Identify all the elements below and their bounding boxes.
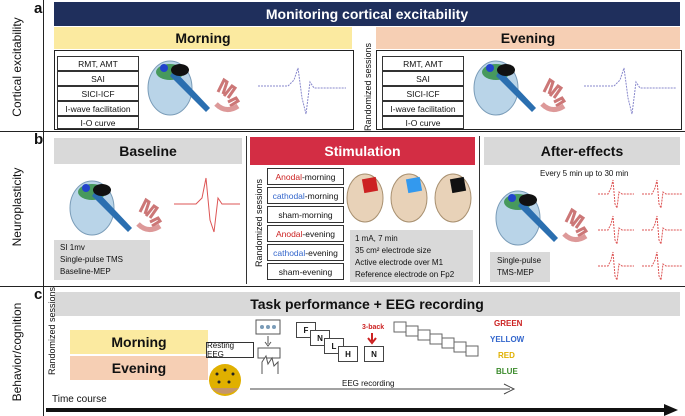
eeg-recording-label: EEG recording <box>342 379 395 388</box>
session-cathodal-morning: cathodal-morning <box>267 187 344 204</box>
randomized-sessions-label-a: Randomized sessions <box>363 42 373 132</box>
morning-measure: SAI <box>57 71 139 86</box>
nback-card: N <box>364 346 384 362</box>
morning-measure: I-wave facilitation <box>57 101 139 116</box>
panel-b-letter: b <box>34 131 44 148</box>
evening-header: Evening <box>376 27 680 49</box>
tms-head-illustration-after <box>495 190 589 246</box>
baseline-header: Baseline <box>54 138 242 164</box>
stim-param: 35 cm² electrode size <box>355 246 432 255</box>
task-morning: Morning <box>70 330 208 354</box>
stroop-word: RED <box>498 351 515 360</box>
task-evening: Evening <box>70 356 208 380</box>
keypad-hand-icon <box>255 319 281 374</box>
randomized-sessions-label-c: Randomized sessions <box>47 286 57 375</box>
time-course-arrow <box>46 404 678 416</box>
divider-a-b <box>0 131 685 132</box>
banner-monitoring: Monitoring cortical excitability <box>54 2 680 26</box>
baseline-info-line: SI 1mv <box>60 243 85 252</box>
after-info-line: Single-pulse <box>497 256 542 265</box>
panel-a-letter: a <box>34 0 43 17</box>
stim-param: 1 mA, 7 min <box>355 234 398 243</box>
after-effects-note: Every 5 min up to 30 min <box>540 169 629 178</box>
tdcs-heads-illustration <box>346 173 472 223</box>
after-info-line: TMS-MEP <box>497 268 534 277</box>
panel-c-letter: c <box>34 286 43 303</box>
evening-measure: SAI <box>382 71 464 86</box>
task-header: Task performance + EEG recording <box>54 292 680 316</box>
baseline-info-box <box>54 240 150 280</box>
randomized-sessions-label-b: Randomized sessions <box>254 178 264 268</box>
mep-waveform-baseline <box>174 177 240 233</box>
session-sham-evening: sham-evening <box>267 263 344 280</box>
time-course-label: Time course <box>52 394 107 405</box>
stim-param: Reference electrode on Fp2 <box>355 270 455 279</box>
stroop-word: YELLOW <box>490 335 525 344</box>
morning-measure: I-O curve <box>57 116 139 129</box>
side-label-neuroplasticity: Neuroplasticity <box>10 167 24 247</box>
after-info-box <box>490 252 550 282</box>
tms-head-illustration-morning <box>147 60 241 116</box>
side-label-cortical: Cortical excitability <box>10 17 24 117</box>
session-anodal-evening: Anodal-evening <box>267 225 344 242</box>
eeg-recording-arrow <box>250 383 516 395</box>
mep-waveform-morning <box>258 67 346 115</box>
stim-params-box <box>350 230 473 282</box>
divider-baseline-stim <box>246 136 247 284</box>
evening-measure: I-wave facilitation <box>382 101 464 116</box>
nback-label: 3-back <box>362 324 385 331</box>
session-sham-morning: sham-morning <box>267 206 344 223</box>
stroop-word: BLUE <box>496 367 518 376</box>
divider-stim-after <box>479 136 480 284</box>
nback-arrow-icon <box>367 333 377 345</box>
stimulation-header: Stimulation <box>250 137 475 165</box>
evening-measure: RMT, AMT <box>382 56 464 71</box>
side-label-behavior: Behavior/cognition <box>10 302 24 402</box>
resting-eeg-label: Resting EEG <box>206 341 254 359</box>
nback-card: H <box>338 346 358 362</box>
session-cathodal-evening: cathodal-evening <box>267 244 344 261</box>
baseline-info-line: Single-pulse TMS <box>60 255 123 264</box>
divider-b-c <box>0 286 685 287</box>
evening-measure: SICI-ICF <box>382 86 464 101</box>
tms-head-illustration-baseline <box>69 180 163 236</box>
morning-measure: RMT, AMT <box>57 56 139 71</box>
evening-measure: I-O curve <box>382 116 464 129</box>
session-anodal-morning: Anodal-morning <box>267 168 344 185</box>
mep-waveform-evening <box>584 67 676 115</box>
left-divider <box>43 0 44 416</box>
mep-waveforms-after <box>598 179 682 282</box>
eeg-cap-head-illustration <box>209 364 241 396</box>
tms-head-illustration-evening <box>473 60 567 116</box>
after-effects-header: After-effects <box>484 137 680 165</box>
stroop-cards-illustration <box>393 321 479 357</box>
stroop-word: GREEN <box>494 319 523 328</box>
morning-header: Morning <box>54 27 352 49</box>
baseline-info-line: Baseline-MEP <box>60 267 111 276</box>
morning-measure: SICI-ICF <box>57 86 139 101</box>
stim-param: Active electrode over M1 <box>355 258 444 267</box>
